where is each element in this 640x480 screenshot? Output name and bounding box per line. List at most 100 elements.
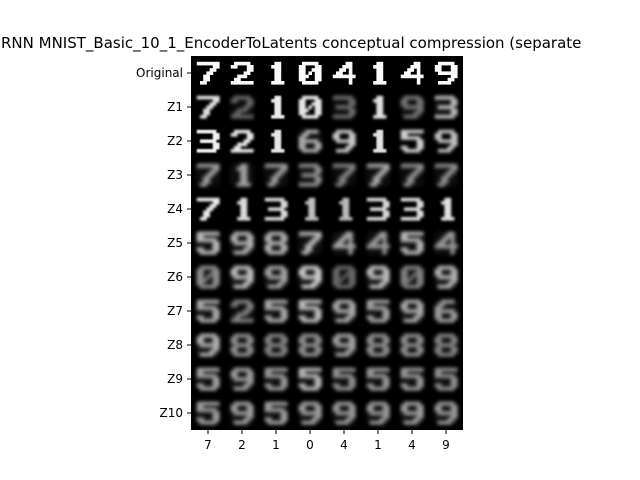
- grid-cell-r7-c2: [263, 298, 289, 324]
- grid-cell-r9-c3: [297, 366, 323, 392]
- grid-cell-r7-c1: [229, 298, 255, 324]
- grid-cell-r10-c6: [399, 400, 425, 426]
- grid-cell-r0-c0: [196, 61, 220, 85]
- row-label-8: Z8: [167, 338, 183, 352]
- grid-cell-r2-c5: [373, 129, 387, 153]
- grid-cell-r1-c6: [399, 94, 425, 120]
- grid-cell-r5-c3: [297, 230, 323, 256]
- grid-cell-r3-c0: [195, 162, 221, 188]
- row-label-1: Z1: [167, 100, 183, 114]
- grid-cell-r9-c2: [263, 366, 289, 392]
- grid-cell-r5-c6: [399, 230, 425, 256]
- grid-cell-r2-c0: [196, 129, 220, 153]
- grid-cell-r1-c7: [433, 94, 459, 120]
- grid-cell-r9-c1: [229, 366, 255, 392]
- grid-cell-r6-c7: [433, 264, 459, 290]
- grid-cell-r7-c0: [195, 298, 221, 324]
- grid-cell-r9-c4: [331, 366, 357, 392]
- grid-cell-r7-c3: [297, 298, 323, 324]
- grid-cell-r0-c2: [271, 61, 285, 85]
- grid-cell-r1-c5: [373, 95, 387, 119]
- grid-cell-r1-c4: [331, 94, 357, 120]
- grid-cell-r1-c0: [196, 95, 220, 119]
- grid-cell-r5-c0: [195, 230, 221, 256]
- grid-cell-r8-c1: [229, 332, 255, 358]
- grid-cell-r10-c1: [229, 400, 255, 426]
- grid-cell-r0-c1: [230, 61, 254, 85]
- grid-cell-r6-c2: [263, 264, 289, 290]
- grid-cell-r5-c2: [263, 230, 289, 256]
- grid-cell-r6-c4: [331, 264, 357, 290]
- column-label-7: 9: [442, 438, 450, 452]
- grid-cell-r5-c5: [365, 230, 391, 256]
- row-label-0: Original: [136, 66, 183, 80]
- grid-cell-r8-c2: [263, 332, 289, 358]
- grid-cell-r8-c3: [297, 332, 323, 358]
- column-label-5: 1: [374, 438, 382, 452]
- grid-cell-r4-c6: [400, 197, 424, 221]
- grid-cell-r10-c4: [331, 400, 357, 426]
- grid-cell-r3-c1: [229, 162, 255, 188]
- grid-cell-r1-c3: [298, 95, 322, 119]
- grid-cell-r10-c2: [263, 400, 289, 426]
- grid-cell-r4-c0: [196, 197, 220, 221]
- grid-cell-r10-c3: [297, 400, 323, 426]
- grid-cell-r3-c6: [399, 162, 425, 188]
- grid-cell-r6-c1: [229, 264, 255, 290]
- grid-cell-r5-c1: [229, 230, 255, 256]
- grid-cell-r0-c3: [298, 61, 322, 85]
- grid-cell-r2-c3: [297, 128, 323, 154]
- grid-cell-r7-c4: [331, 298, 357, 324]
- column-label-3: 0: [306, 438, 314, 452]
- grid-cell-r2-c4: [332, 129, 356, 153]
- row-label-4: Z4: [167, 202, 183, 216]
- grid-cell-r3-c2: [263, 162, 289, 188]
- grid-cell-r9-c5: [365, 366, 391, 392]
- grid-cell-r5-c7: [433, 230, 459, 256]
- grid-cell-r10-c7: [433, 400, 459, 426]
- grid-cell-r4-c4: [339, 197, 353, 221]
- grid-cell-r7-c7: [433, 298, 459, 324]
- grid-cell-r0-c4: [332, 61, 356, 85]
- grid-cell-r1-c2: [271, 95, 285, 119]
- chart-title: RNN MNIST_Basic_10_1_EncoderToLatents co…: [1, 34, 582, 52]
- grid-cell-r9-c0: [195, 366, 221, 392]
- grid-cell-r9-c7: [433, 366, 459, 392]
- grid-cell-r3-c7: [433, 162, 459, 188]
- grid-cell-r2-c6: [400, 129, 424, 153]
- column-label-2: 1: [272, 438, 280, 452]
- grid-cell-r5-c4: [331, 230, 357, 256]
- grid-cell-r8-c6: [399, 332, 425, 358]
- grid-cell-r10-c0: [195, 400, 221, 426]
- row-label-3: Z3: [167, 168, 183, 182]
- grid-cell-r8-c5: [365, 332, 391, 358]
- row-label-10: Z10: [160, 406, 184, 420]
- grid-cell-r6-c5: [365, 264, 391, 290]
- grid-cell-r8-c0: [195, 332, 221, 358]
- row-label-6: Z6: [167, 270, 183, 284]
- grid-cell-r3-c5: [365, 162, 391, 188]
- row-label-9: Z9: [167, 372, 183, 386]
- column-label-6: 4: [408, 438, 416, 452]
- grid-cell-r7-c6: [399, 298, 425, 324]
- grid-cell-r2-c1: [230, 129, 254, 153]
- grid-cell-r8-c4: [331, 332, 357, 358]
- grid-cell-r1-c1: [229, 94, 255, 120]
- grid-cell-r4-c1: [237, 197, 251, 221]
- grid-cell-r4-c2: [264, 197, 288, 221]
- grid-cell-r0-c5: [373, 61, 387, 85]
- grid-cell-r6-c6: [399, 264, 425, 290]
- grid-cell-r3-c4: [331, 162, 357, 188]
- grid-cell-r4-c5: [366, 197, 390, 221]
- grid-cell-r8-c7: [433, 332, 459, 358]
- row-label-2: Z2: [167, 134, 183, 148]
- column-label-4: 4: [340, 438, 348, 452]
- grid-cell-r4-c3: [305, 197, 319, 221]
- grid-cell-r4-c7: [441, 197, 455, 221]
- grid-cell-r2-c7: [434, 129, 458, 153]
- grid-cell-r3-c3: [297, 162, 323, 188]
- grid-cell-r7-c5: [365, 298, 391, 324]
- grid-cell-r2-c2: [271, 129, 285, 153]
